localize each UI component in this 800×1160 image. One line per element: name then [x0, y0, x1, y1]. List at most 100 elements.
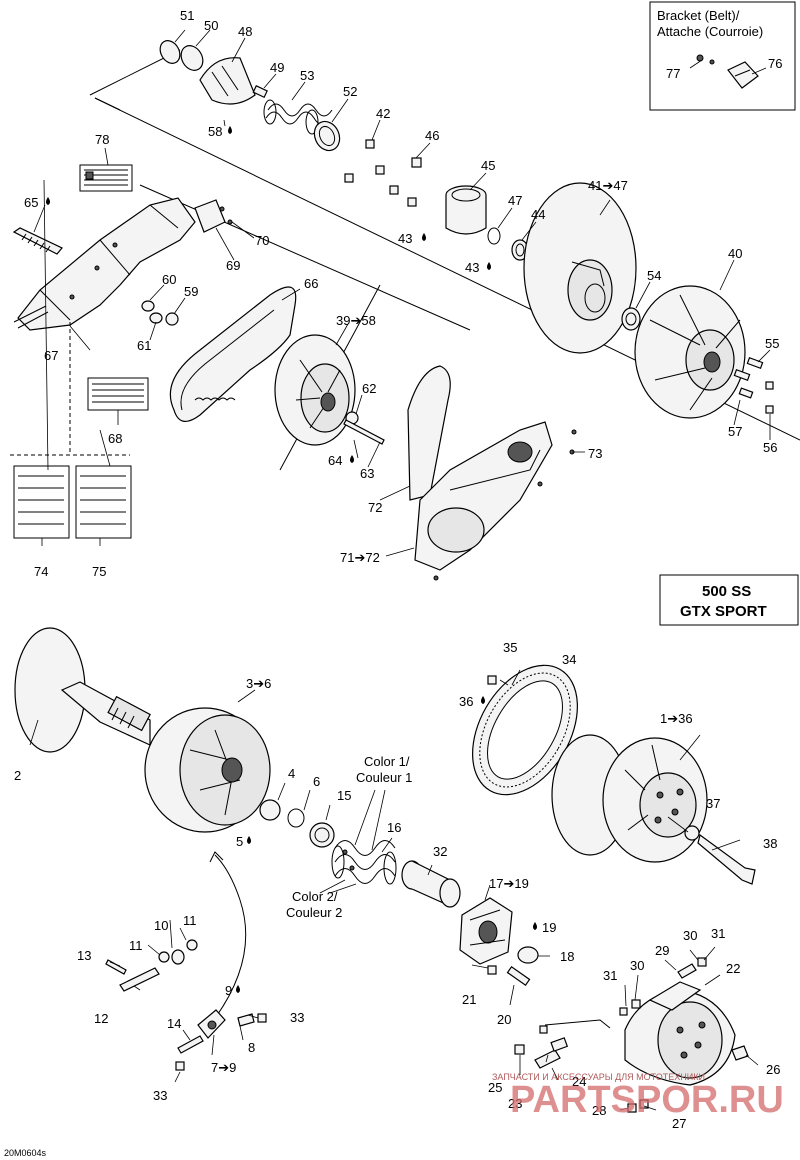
- label-33a: 33: [290, 1010, 304, 1025]
- label-68: 68: [108, 431, 122, 446]
- label-40: 40: [728, 246, 742, 261]
- label-57: 57: [728, 424, 742, 439]
- label-52: 52: [343, 84, 357, 99]
- label-2: 2: [14, 768, 21, 783]
- watermark-subtitle: ЗАПЧАСТИ И АКСЕССУАРЫ ДЛЯ МОТОТЕХНИКИ: [492, 1072, 705, 1082]
- sheave-41-47: [523, 182, 637, 354]
- label-64: 64: [328, 453, 342, 468]
- label-70: 70: [255, 233, 269, 248]
- spring-16: [319, 789, 397, 894]
- label-21: 21: [462, 992, 476, 1007]
- label-58: 58: [208, 124, 222, 139]
- drive-belt-66: [169, 286, 297, 422]
- label-1-36: 1➔36: [660, 711, 693, 726]
- ring-4: [259, 799, 281, 821]
- pin-13: [105, 959, 127, 975]
- label-42: 42: [376, 106, 390, 121]
- label-49: 49: [270, 60, 284, 75]
- label-56: 56: [763, 440, 777, 455]
- label-14: 14: [167, 1016, 181, 1031]
- label-77: 77: [666, 66, 680, 81]
- drop-icon-64: [350, 455, 354, 463]
- label-48: 48: [238, 24, 252, 39]
- label-30b: 30: [630, 958, 644, 973]
- spring-29: [677, 963, 697, 979]
- sleeve-23: [550, 1037, 569, 1052]
- color2-line1: Color 2/: [292, 889, 338, 904]
- label-43b: 43: [465, 260, 479, 275]
- roller-10: [171, 949, 185, 965]
- label-71-72: 71➔72: [340, 550, 380, 565]
- driven-pulley-39-58: [274, 334, 356, 446]
- bracket-box: [649, 1, 796, 111]
- label-53: 53: [300, 68, 314, 83]
- label-36: 36: [459, 694, 473, 709]
- upper-assembly: [10, 1, 800, 626]
- cup-15: [309, 822, 335, 848]
- label-31a: 31: [711, 926, 725, 941]
- label-35: 35: [503, 640, 517, 655]
- decal-sheet-75: [75, 465, 132, 539]
- bracket-title-1: Bracket (Belt)/: [657, 8, 740, 23]
- label-78: 78: [95, 132, 109, 147]
- circlip-47: [487, 227, 501, 245]
- washer-61: [149, 312, 163, 324]
- drop-icon-36: [481, 696, 485, 704]
- label-67: 67: [44, 348, 58, 363]
- label-16: 16: [387, 820, 401, 835]
- bolt-38: [697, 833, 756, 885]
- label-8: 8: [248, 1040, 255, 1055]
- color2-line2: Couleur 2: [286, 905, 342, 920]
- label-7-9: 7➔9: [211, 1060, 236, 1075]
- bolt-63: [343, 419, 385, 445]
- label-29: 29: [655, 943, 669, 958]
- pin-55: [746, 357, 764, 369]
- nut-56a: [765, 381, 774, 390]
- drop-icon-9: [236, 985, 240, 993]
- nut-30a: [697, 957, 707, 967]
- label-69: 69: [226, 258, 240, 273]
- label-5: 5: [236, 834, 243, 849]
- bolts-42: [344, 139, 399, 195]
- nut-31: [619, 1007, 628, 1016]
- label-24: 24: [572, 1074, 586, 1089]
- label-55: 55: [765, 336, 779, 351]
- label-61: 61: [137, 338, 151, 353]
- label-63: 63: [360, 466, 374, 481]
- label-3-6: 3➔6: [246, 676, 271, 691]
- pin-49: [252, 85, 268, 99]
- label-28: 28: [592, 1103, 606, 1118]
- label-47: 47: [508, 193, 522, 208]
- lubricant-drop-icons: [46, 126, 537, 993]
- cover-22: [624, 981, 736, 1086]
- label-37: 37: [706, 796, 720, 811]
- label-10: 10: [154, 918, 168, 933]
- label-15: 15: [337, 788, 351, 803]
- label-65: 65: [24, 195, 38, 210]
- label-59: 59: [184, 284, 198, 299]
- nut-27: [639, 1099, 649, 1109]
- label-39-58: 39➔58: [336, 313, 376, 328]
- spider-48: [199, 57, 256, 105]
- drive-pulley-1-36: [551, 734, 708, 863]
- model-line-1: 500 SS: [702, 583, 751, 600]
- diagram-code: 20M0604s: [4, 1148, 47, 1158]
- screw-23b: [539, 1025, 548, 1034]
- ring-51: [159, 40, 181, 64]
- label-44: 44: [531, 207, 545, 222]
- ring-54: [621, 307, 641, 331]
- clip-6: [287, 808, 305, 828]
- bracket-69: [194, 199, 233, 233]
- nut-56b: [765, 405, 774, 414]
- decal-sheet-74: [13, 465, 70, 539]
- drop-icon-65: [46, 197, 50, 205]
- label-60: 60: [162, 272, 176, 287]
- washer-60: [141, 300, 155, 312]
- spring-53: [263, 99, 333, 135]
- ring-52: [313, 120, 341, 152]
- drop-icon-5: [247, 836, 251, 844]
- label-6: 6: [313, 774, 320, 789]
- label-74: 74: [34, 564, 48, 579]
- washer-37: [684, 825, 700, 841]
